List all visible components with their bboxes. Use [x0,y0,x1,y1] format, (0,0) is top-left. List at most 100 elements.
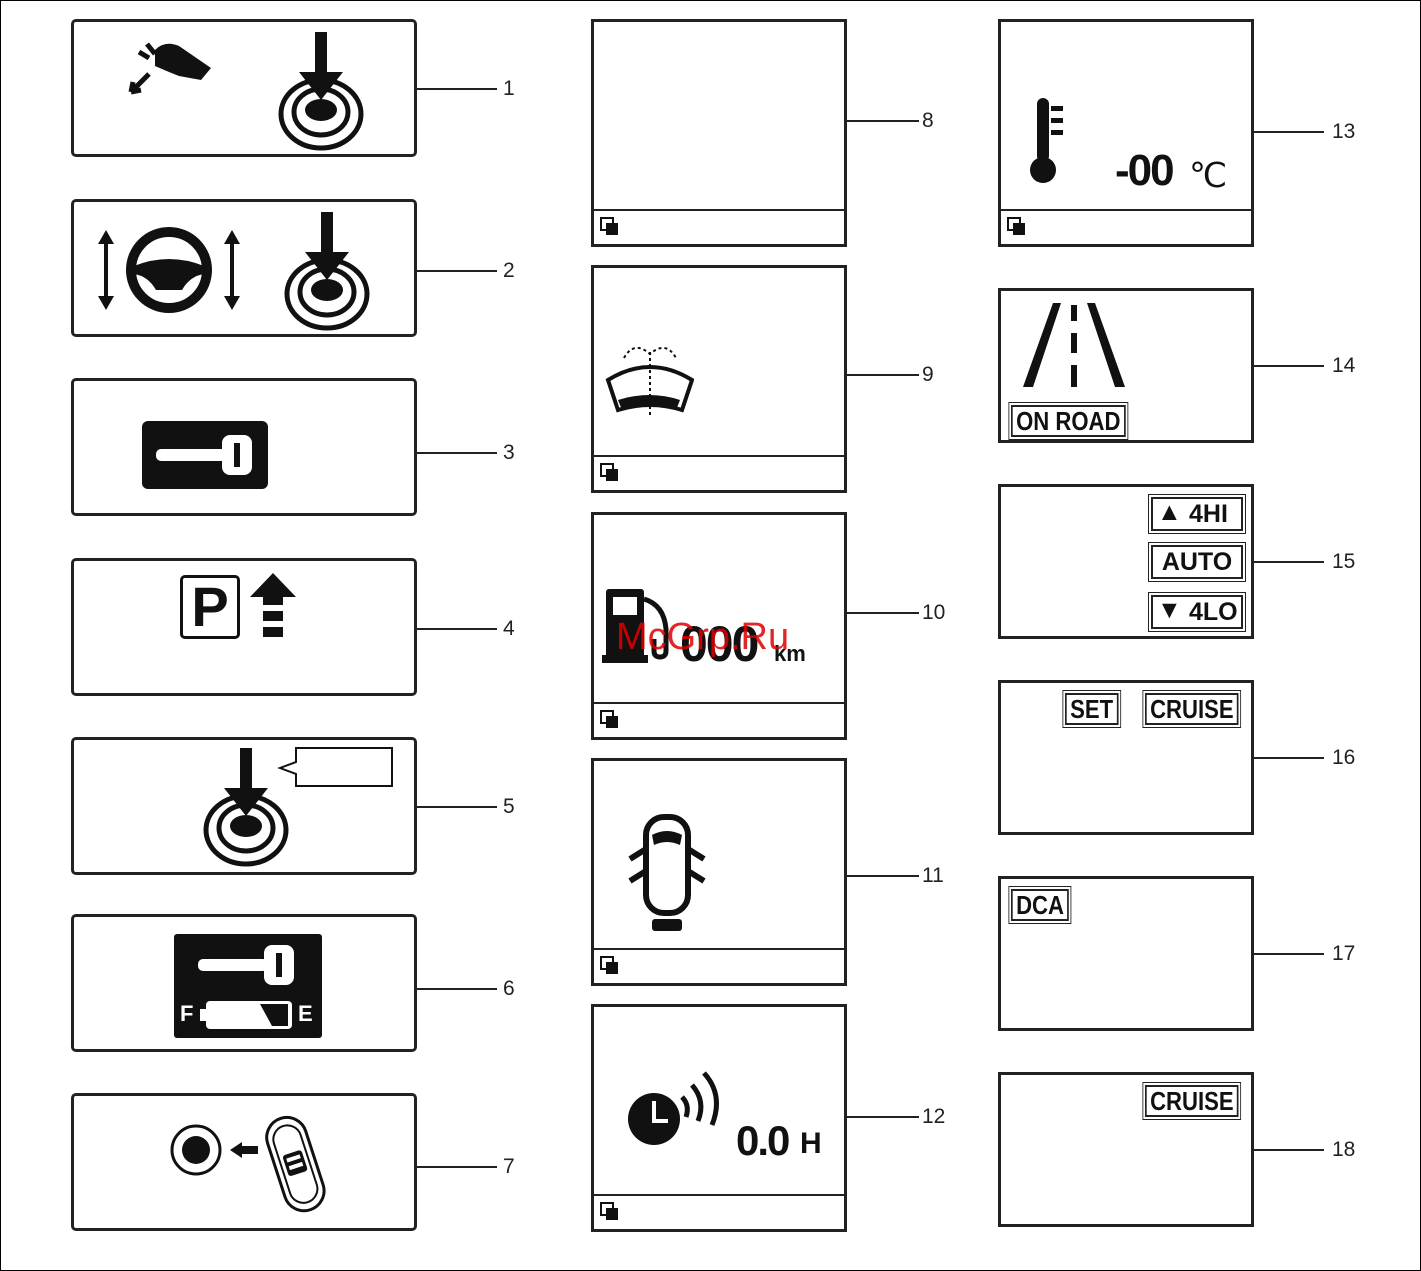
display-18: CRUISE [998,1072,1254,1227]
panel-4: P [71,558,417,696]
callout-line-16 [1254,757,1324,759]
callout-10: 10 [922,602,945,624]
key-icon [198,943,302,987]
display-12: 0.0 H [591,1004,847,1232]
mode-4lo-tag: ▼ 4LO [1151,595,1243,629]
callout-8: 8 [922,110,934,132]
fuel-full-label: F [180,1001,193,1027]
cruise-tag: CRUISE [1145,693,1239,725]
display-footer [1001,209,1251,244]
callout-line-12 [847,1116,919,1118]
park-icon: P [180,575,240,639]
set-tag: SET [1065,693,1118,725]
watermark: McGrp.Ru [616,616,789,659]
up-triangle-icon: ▲ [1157,497,1182,527]
display-8 [591,19,847,247]
callout-line-2 [417,270,497,272]
panel-6: F E [71,914,417,1052]
battery-icon [200,1001,296,1029]
steering-wheel-icon [94,220,244,320]
callout-line-17 [1254,953,1324,955]
shift-up-arrow-icon [250,573,296,645]
page-indicator-icon [600,1202,620,1222]
hand-press-icon [119,36,219,111]
callout-line-1 [417,88,497,90]
callout-line-7 [417,1166,497,1168]
page-indicator-icon [600,217,620,237]
driving-timer-icon [624,1067,720,1147]
mode-auto-label: AUTO [1162,548,1232,576]
callout-2: 2 [503,260,515,282]
callout-6: 6 [503,978,515,1000]
mode-4hi-label: 4HI [1189,499,1228,529]
mode-auto-tag: AUTO [1151,545,1243,579]
timer-value: 0.0 [736,1117,788,1165]
panel-3 [71,378,417,516]
display-16: SET CRUISE [998,680,1254,835]
callout-line-13 [1254,131,1324,133]
callout-1: 1 [503,78,515,100]
callout-18: 18 [1332,1139,1355,1161]
callout-9: 9 [922,364,934,386]
push-button-icon [280,212,375,337]
callout-5: 5 [503,796,515,818]
callout-line-5 [417,806,497,808]
display-9 [591,265,847,493]
callout-4: 4 [503,618,515,640]
callout-line-18 [1254,1149,1324,1151]
speech-bubble-icon [276,746,394,790]
callout-14: 14 [1332,355,1355,377]
callout-17: 17 [1332,943,1355,965]
timer-unit: H [800,1127,822,1161]
display-14: ON ROAD [998,288,1254,443]
temperature-value: -00 [1115,146,1173,196]
display-11 [591,758,847,986]
fuel-empty-label: E [298,1001,313,1027]
callout-line-11 [847,875,919,877]
callout-12: 12 [922,1106,945,1128]
display-13: -00 ℃ [998,19,1254,247]
panel-1 [71,19,417,157]
display-15: ▲ 4HI AUTO ▼ 4LO [998,484,1254,639]
down-triangle-icon: ▼ [1157,595,1182,625]
callout-11: 11 [922,865,944,887]
temperature-unit: ℃ [1189,156,1227,196]
display-footer [594,455,844,490]
mode-4hi-tag: ▲ 4HI [1151,497,1243,531]
cruise-tag: CRUISE [1145,1085,1239,1117]
display-17: DCA [998,876,1254,1031]
callout-line-6 [417,988,497,990]
callout-line-9 [847,374,919,376]
panel-2 [71,199,417,337]
panel-7 [71,1093,417,1231]
callout-16: 16 [1332,747,1355,769]
callout-3: 3 [503,442,515,464]
callout-line-15 [1254,561,1324,563]
dca-tag: DCA [1011,889,1069,921]
key-fob-to-button-icon [166,1106,336,1224]
on-road-tag: ON ROAD [1011,405,1126,437]
mode-4lo-label: 4LO [1189,597,1238,627]
door-open-car-icon [624,813,710,937]
page-indicator-icon [600,710,620,730]
page-indicator-icon [600,463,620,483]
push-button-icon [274,32,369,157]
page-indicator-icon [1007,217,1027,237]
callout-line-3 [417,452,497,454]
callout-line-4 [417,628,497,630]
callout-15: 15 [1332,551,1355,573]
display-footer [594,948,844,983]
washer-fluid-icon [604,338,694,420]
display-footer [594,702,844,737]
callout-line-10 [847,612,919,614]
thermometer-icon [1021,96,1071,186]
callout-line-8 [847,120,919,122]
callout-line-14 [1254,365,1324,367]
panel-5 [71,737,417,875]
key-icon [142,421,268,489]
page-indicator-icon [600,956,620,976]
display-footer [594,209,844,244]
callout-13: 13 [1332,121,1355,143]
display-footer [594,1194,844,1229]
road-lane-icon [1019,303,1129,389]
